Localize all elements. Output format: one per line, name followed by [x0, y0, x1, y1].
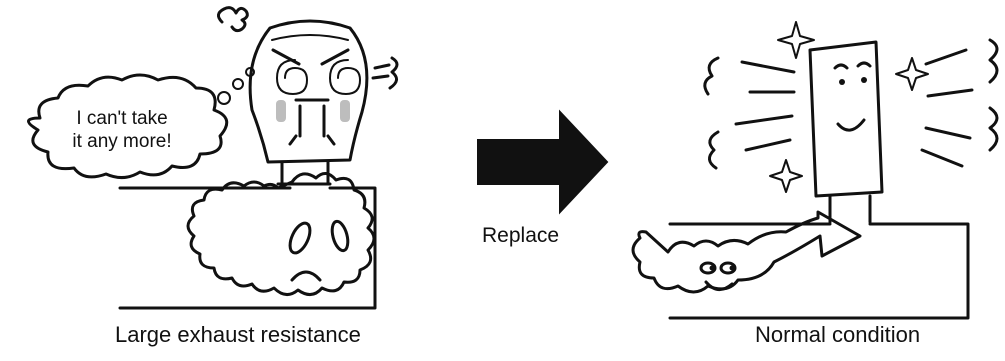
spiral-eye-right — [330, 60, 360, 94]
replace-label: Replace — [482, 224, 559, 248]
left-scene — [28, 8, 397, 308]
right-caption: Normal condition — [755, 322, 920, 348]
steam-puff-left — [218, 8, 247, 31]
thought-bubble-text: I can't take it any more! — [37, 107, 207, 153]
clenched-mouth — [290, 100, 334, 144]
replace-arrow — [478, 112, 607, 212]
steam-puff-right — [373, 58, 397, 88]
thought-line-2: it any more! — [37, 130, 207, 153]
sparkle-3 — [770, 160, 802, 192]
sparkle-2 — [896, 58, 928, 90]
spiral-eye-left — [277, 60, 307, 94]
left-caption: Large exhaust resistance — [115, 322, 361, 348]
canister-head — [250, 21, 367, 162]
sparkle-1 — [778, 22, 814, 58]
thought-line-1: I can't take — [37, 107, 207, 130]
right-scene — [633, 22, 997, 318]
